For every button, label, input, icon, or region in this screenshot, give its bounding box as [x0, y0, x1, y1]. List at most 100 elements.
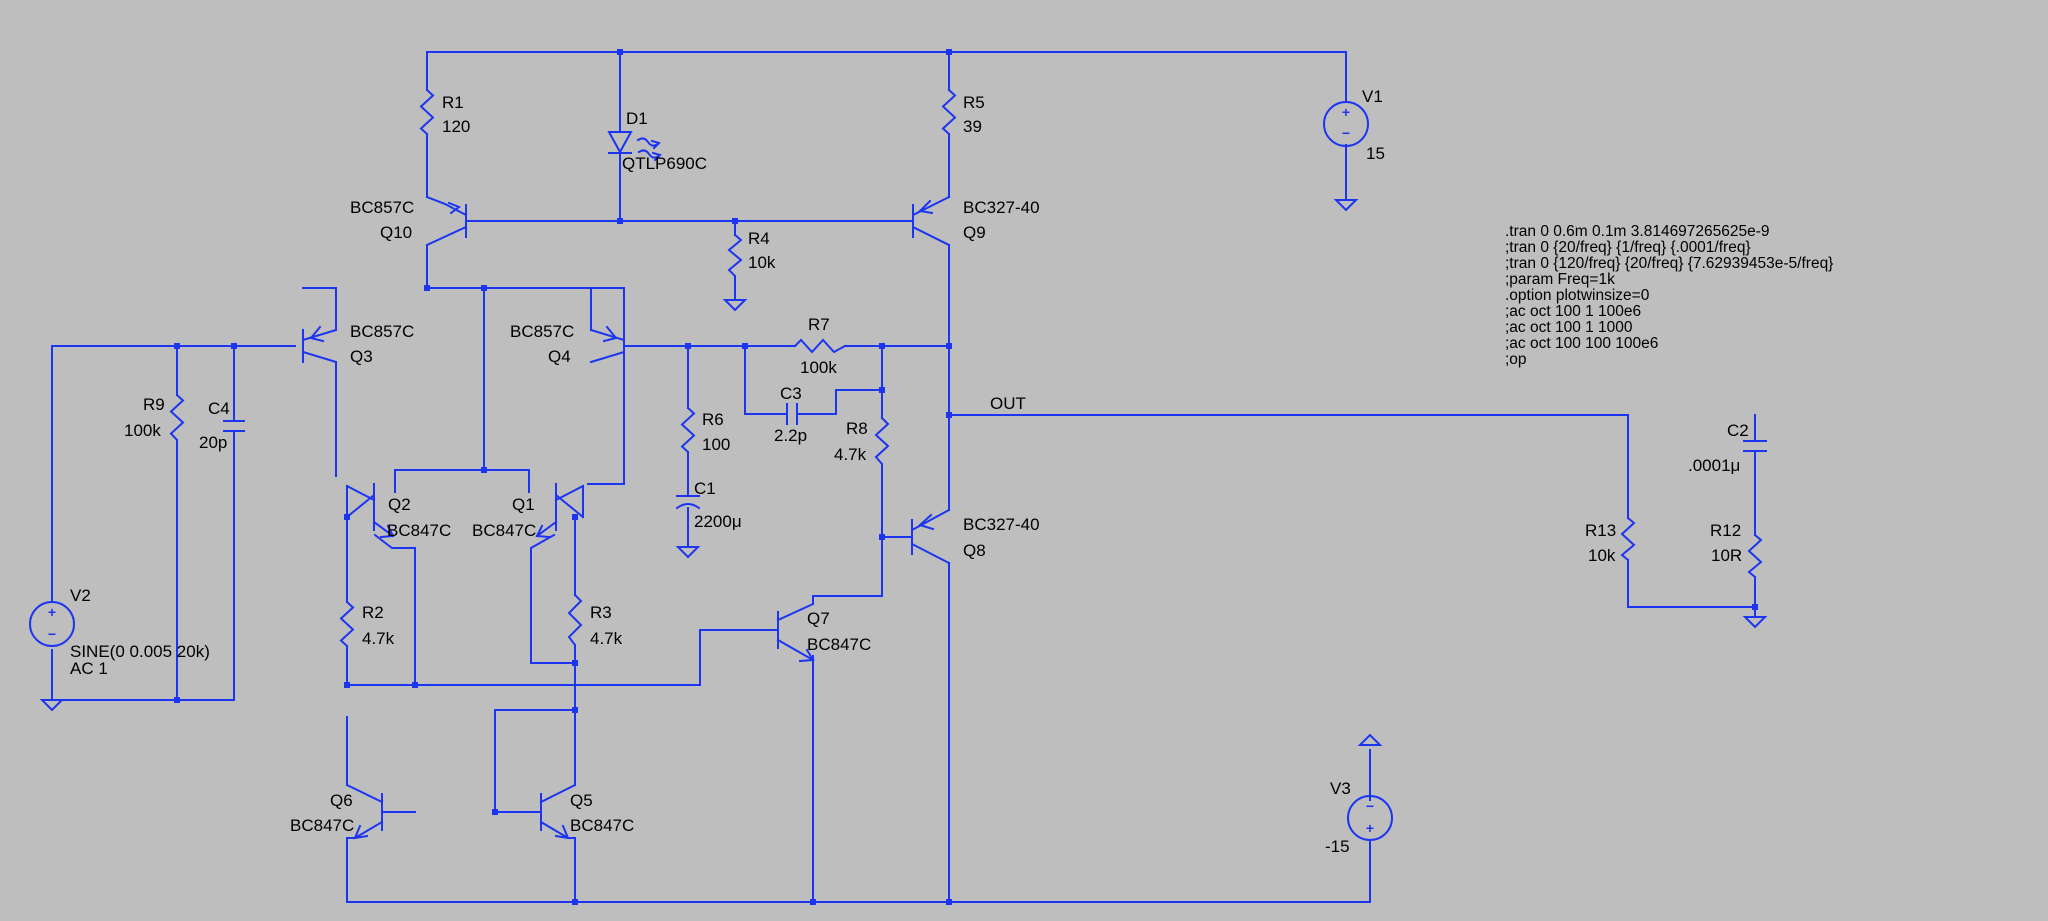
- v2-ac-value: AC 1: [70, 659, 108, 678]
- resistor-r2[interactable]: [339, 600, 355, 648]
- led-d1[interactable]: [607, 131, 662, 162]
- capacitor-c2[interactable]: [1743, 440, 1767, 452]
- resistors: [169, 88, 1763, 648]
- resistor-r4[interactable]: [727, 233, 743, 278]
- voltage-source-v3[interactable]: [1347, 795, 1393, 851]
- c3-ref: C3: [780, 384, 802, 403]
- q6-ref: Q6: [330, 791, 353, 810]
- transistor-q1[interactable]: [535, 484, 585, 539]
- junction: [174, 697, 180, 703]
- q3-value: BC857C: [350, 322, 414, 341]
- junction: [231, 343, 237, 349]
- polarity-marks: + − + − − +: [48, 104, 1374, 836]
- resistor-r5[interactable]: [941, 88, 957, 136]
- wire-q4-collector: [587, 361, 625, 485]
- ground-symbol: [1333, 199, 1359, 212]
- resistor-r6[interactable]: [680, 406, 696, 454]
- q7-ref: Q7: [807, 609, 830, 628]
- capacitor-c4[interactable]: [223, 420, 245, 432]
- spice-directive-line[interactable]: ;op: [1505, 351, 1527, 368]
- wire-c3: [744, 345, 883, 415]
- wire-q3-emitter: [302, 287, 485, 469]
- spice-directive-line[interactable]: ;ac oct 100 1 1000: [1505, 319, 1633, 336]
- junction: [572, 660, 578, 666]
- c2-ref: C2: [1727, 421, 1749, 440]
- spice-directive-line[interactable]: .tran 0 0.6m 0.1m 3.814697265625e-9: [1505, 223, 1770, 240]
- junction: [344, 682, 350, 688]
- resistor-r12[interactable]: [1747, 533, 1763, 579]
- transistor-q5[interactable]: [539, 783, 577, 840]
- r5-ref: R5: [963, 93, 985, 112]
- r1-value: 120: [442, 117, 470, 136]
- junction: [810, 899, 816, 905]
- r12-ref: R12: [1710, 521, 1741, 540]
- transistor-q4[interactable]: [589, 287, 626, 364]
- v2-ref: V2: [70, 586, 91, 605]
- resistor-r9[interactable]: [169, 393, 185, 442]
- c3-value: 2.2p: [774, 426, 807, 445]
- r2-ref: R2: [362, 603, 384, 622]
- r3-ref: R3: [590, 603, 612, 622]
- transistor-q7[interactable]: [776, 602, 815, 663]
- q8-ref: Q8: [963, 541, 986, 560]
- spice-directive-line[interactable]: ;tran 0 {120/freq} {20/freq} {7.62939453…: [1505, 255, 1833, 272]
- junction: [946, 412, 952, 418]
- resistor-r13[interactable]: [1620, 516, 1636, 562]
- spice-directive-line[interactable]: .option plotwinsize=0: [1505, 287, 1650, 304]
- q5-value: BC847C: [570, 816, 634, 835]
- q8-value: BC327-40: [963, 515, 1040, 534]
- v3-value: -15: [1325, 837, 1350, 856]
- transistor-q8[interactable]: [910, 508, 951, 565]
- resistor-r1[interactable]: [419, 88, 435, 136]
- transistor-q10[interactable]: [425, 195, 481, 247]
- v1-ref: V1: [1362, 87, 1383, 106]
- transistor-q9[interactable]: [911, 195, 951, 247]
- spice-directive-line[interactable]: ;ac oct 100 1 100e6: [1505, 303, 1641, 320]
- wire-out: [948, 414, 1756, 608]
- c4-value: 20p: [199, 433, 227, 452]
- transistor-q2[interactable]: [345, 484, 395, 539]
- q4-value: BC857C: [510, 322, 574, 341]
- r7-value: 100k: [800, 358, 837, 377]
- wire-q2-q1-bases: [394, 469, 530, 493]
- capacitor-c1[interactable]: [675, 495, 701, 510]
- q6-value: BC847C: [290, 816, 354, 835]
- ground-symbol: [675, 546, 701, 559]
- transistor-q3[interactable]: [301, 287, 338, 364]
- resistor-r8[interactable]: [874, 416, 890, 466]
- led-d1-rays: [636, 137, 661, 159]
- resistor-r3[interactable]: [567, 593, 583, 647]
- junction: [879, 387, 885, 393]
- r6-value: 100: [702, 435, 730, 454]
- r4-value: 10k: [748, 253, 776, 272]
- r3-value: 4.7k: [590, 629, 623, 648]
- wire-q1-emitter: [530, 533, 576, 664]
- junction: [481, 285, 487, 291]
- spice-directive-line[interactable]: ;tran 0 {20/freq} {1/freq} {.0001/freq}: [1505, 239, 1751, 256]
- wire-input: [51, 345, 296, 701]
- wire-q7-collector: [812, 595, 883, 605]
- spice-directive-line[interactable]: ;param Freq=1k: [1505, 271, 1615, 288]
- junction: [742, 343, 748, 349]
- transistor-q6[interactable]: [345, 783, 416, 840]
- v2-minus-sign: −: [48, 626, 56, 642]
- capacitor-c3[interactable]: [786, 403, 798, 425]
- r9-ref: R9: [143, 395, 165, 414]
- r9-value: 100k: [124, 421, 161, 440]
- junction: [412, 682, 418, 688]
- v3-plus-sign: +: [1366, 820, 1374, 836]
- spice-directive-line[interactable]: ;ac oct 100 100 100e6: [1505, 335, 1658, 352]
- voltage-source-v2[interactable]: [29, 601, 75, 647]
- q10-ref: Q10: [380, 223, 412, 242]
- voltage-source-v1[interactable]: [1323, 81, 1369, 147]
- r13-ref: R13: [1585, 521, 1616, 540]
- wire-q10-collector: [426, 244, 592, 289]
- resistor-r7[interactable]: [793, 338, 847, 354]
- wire-vcc-rail: [426, 51, 1347, 83]
- q9-ref: Q9: [963, 223, 986, 242]
- junction: [492, 809, 498, 815]
- r12-value: 10R: [1711, 546, 1742, 565]
- junction: [617, 49, 623, 55]
- spice-directives: .tran 0 0.6m 0.1m 3.814697265625e-9 ;tra…: [1505, 223, 1833, 368]
